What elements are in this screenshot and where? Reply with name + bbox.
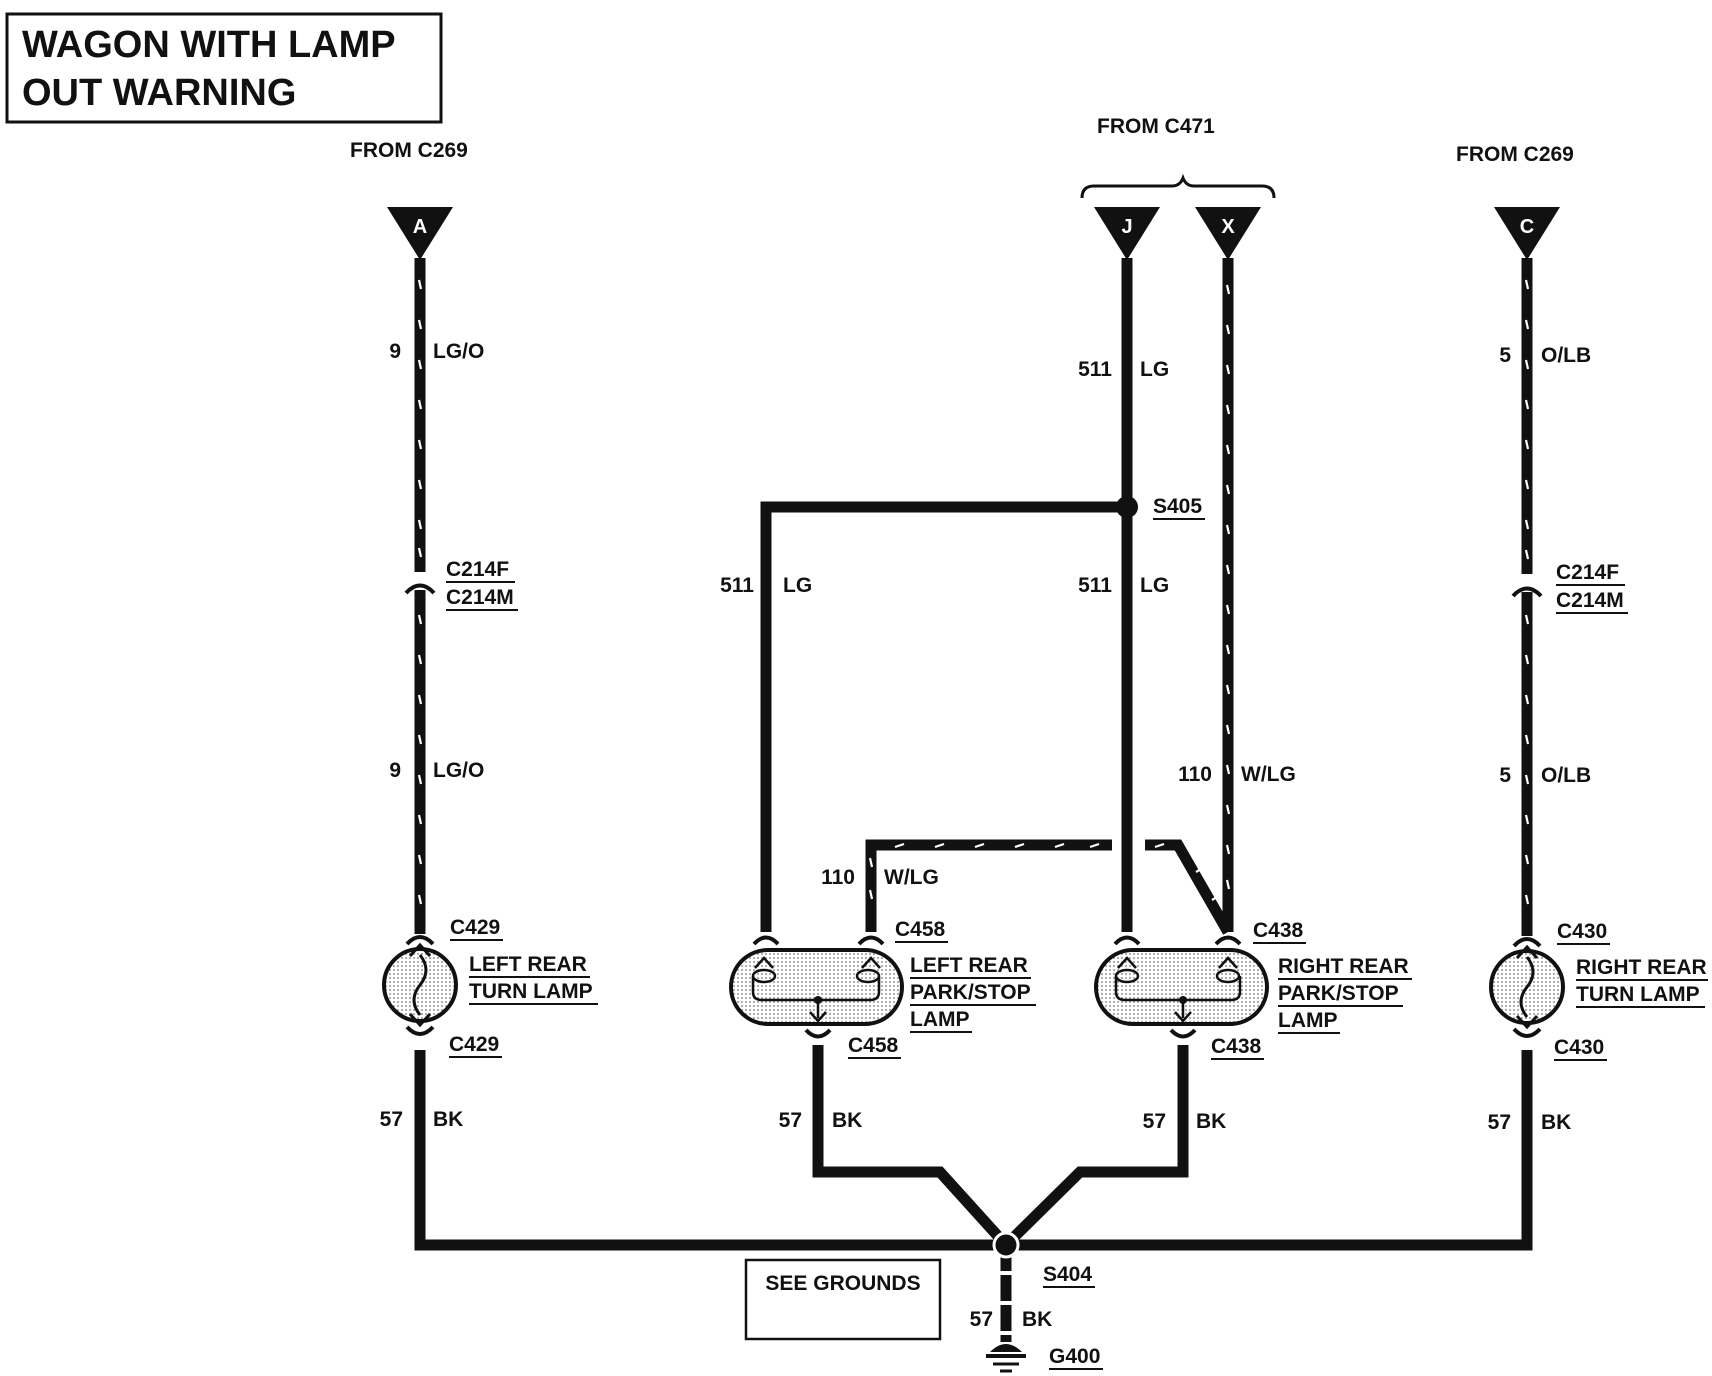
lt-lower-wire-color: LG/O [433, 759, 484, 782]
c511-mid-wire-color: LG [1140, 574, 1169, 597]
rt-lower-circuit-number: 5 [1499, 764, 1511, 787]
rt-upper-circuit-number: 5 [1499, 344, 1511, 367]
wire-lg-o [404, 258, 436, 934]
terminal-j-label: J [1121, 216, 1132, 238]
left-park-label-line-2: PARK/STOP [910, 981, 1031, 1004]
left-park-label-line-1: LEFT REAR [910, 954, 1028, 977]
connector-c214-left-symbol [404, 583, 436, 595]
connector-c458-bottom-label: C458 [848, 1034, 899, 1057]
gnd-main-circuit-number: 57 [970, 1308, 993, 1331]
splice-s404-dot [992, 1231, 1020, 1259]
splice-s405-label: S405 [1153, 495, 1202, 518]
gnd-lp-circuit-number: 57 [779, 1109, 802, 1132]
gnd-rt-wire-color: BK [1541, 1111, 1571, 1134]
connector-c438-bottom-label: C438 [1211, 1035, 1262, 1058]
connector-c214f-right-label: C214F [1556, 561, 1619, 584]
right-rear-park-stop-lamp [1094, 935, 1269, 1039]
connector-c214f-left-label: C214F [446, 558, 509, 581]
connector-c214-right-symbol [1511, 586, 1543, 598]
terminal-c-label: C [1520, 216, 1534, 238]
c511-top-wire-color: LG [1140, 358, 1169, 381]
connector-c438-bottom-symbol [1169, 1028, 1197, 1039]
connector-c458-top-left-symbol [752, 935, 780, 946]
title-line-2: OUT WARNING [22, 72, 296, 114]
connector-c430-top-symbol [1512, 937, 1542, 948]
connector-c458-top-right-symbol [857, 935, 885, 946]
wire-o-lb [1511, 258, 1543, 936]
connector-c214m-left-label: C214M [446, 586, 514, 609]
wire-57-bk [414, 1045, 1533, 1342]
terminal-c: C [1494, 207, 1560, 260]
connector-c458-top-label: C458 [895, 918, 946, 941]
wire-511-lg [760, 258, 1133, 932]
right-park-label-line-2: PARK/STOP [1278, 982, 1399, 1005]
terminal-a-label: A [413, 216, 427, 238]
terminal-a: A [387, 207, 453, 260]
c511-left-circuit-number: 511 [720, 574, 754, 597]
left-rear-park-stop-lamp-label: LEFT REAR PARK/STOP LAMP [910, 954, 1036, 1033]
c110-left-wire-color: W/LG [884, 866, 939, 889]
ground-g400-label: G400 [1049, 1345, 1100, 1368]
connector-c430-bottom-symbol [1512, 1027, 1542, 1038]
lt-lower-circuit-number: 9 [389, 759, 401, 782]
gnd-main-wire-color: BK [1022, 1308, 1052, 1331]
right-turn-label-line-1: RIGHT REAR [1576, 956, 1707, 979]
rt-lower-wire-color: O/LB [1541, 764, 1591, 787]
c511-top-circuit-number: 511 [1078, 358, 1112, 381]
right-rear-turn-lamp-label: RIGHT REAR TURN LAMP [1576, 956, 1708, 1008]
c110-right-wire-color: W/LG [1241, 763, 1296, 786]
terminal-j: J [1094, 207, 1160, 260]
source-label-center: FROM C471 [1097, 115, 1215, 138]
right-park-label-line-3: LAMP [1278, 1009, 1338, 1032]
connector-c430-bottom-label: C430 [1554, 1036, 1604, 1059]
connector-c458-bottom-symbol [804, 1028, 832, 1039]
gnd-lt-wire-color: BK [433, 1108, 463, 1131]
lt-upper-wire-color: LG/O [433, 340, 484, 363]
connector-c214m-right-label: C214M [1556, 589, 1624, 612]
source-label-right: FROM C269 [1456, 143, 1574, 166]
rt-upper-wire-color: O/LB [1541, 344, 1591, 367]
see-grounds-box: SEE GROUNDS [744, 1258, 942, 1341]
connector-c438-top-right-symbol [1214, 935, 1242, 946]
source-label-left: FROM C269 [350, 139, 468, 162]
title-box: WAGON WITH LAMP OUT WARNING [5, 12, 443, 124]
terminal-x-label: X [1221, 216, 1235, 238]
title-line-1: WAGON WITH LAMP [22, 24, 396, 66]
c511-mid-circuit-number: 511 [1078, 574, 1112, 597]
lt-upper-circuit-number: 9 [389, 340, 401, 363]
connector-c429-top-symbol [405, 935, 435, 946]
source-brace [1080, 173, 1276, 199]
terminal-x: X [1195, 207, 1261, 260]
c511-left-wire-color: LG [783, 574, 812, 597]
gnd-lp-wire-color: BK [832, 1109, 862, 1132]
gnd-rp-circuit-number: 57 [1143, 1110, 1166, 1133]
right-park-label-line-1: RIGHT REAR [1278, 955, 1409, 978]
splice-s404-label: S404 [1043, 1263, 1092, 1286]
right-rear-turn-lamp [1489, 937, 1565, 1038]
c110-right-circuit-number: 110 [1178, 763, 1212, 786]
left-park-label-line-3: LAMP [910, 1008, 970, 1031]
right-turn-label-line-2: TURN LAMP [1576, 983, 1700, 1006]
wire-110-w-lg [865, 258, 1234, 935]
left-turn-label-line-2: TURN LAMP [469, 980, 593, 1003]
ground-symbol [986, 1344, 1026, 1373]
connector-c430-top-label: C430 [1557, 920, 1607, 943]
connector-c429-bottom-symbol [405, 1025, 435, 1036]
connector-c438-top-label: C438 [1253, 919, 1304, 942]
left-rear-turn-lamp [382, 935, 458, 1036]
left-rear-turn-lamp-label: LEFT REAR TURN LAMP [469, 953, 598, 1005]
connector-c429-bottom-label: C429 [449, 1033, 499, 1056]
right-rear-park-stop-lamp-label: RIGHT REAR PARK/STOP LAMP [1278, 955, 1412, 1034]
left-turn-label-line-1: LEFT REAR [469, 953, 587, 976]
gnd-lt-circuit-number: 57 [380, 1108, 403, 1131]
c110-left-circuit-number: 110 [821, 866, 855, 889]
splice-s405-dot [1116, 496, 1138, 518]
see-grounds-label: SEE GROUNDS [765, 1272, 920, 1295]
left-rear-park-stop-lamp [729, 935, 904, 1039]
gnd-rt-circuit-number: 57 [1488, 1111, 1511, 1134]
gnd-rp-wire-color: BK [1196, 1110, 1226, 1133]
connector-c438-top-left-symbol [1113, 935, 1141, 946]
connector-c429-top-label: C429 [450, 916, 500, 939]
